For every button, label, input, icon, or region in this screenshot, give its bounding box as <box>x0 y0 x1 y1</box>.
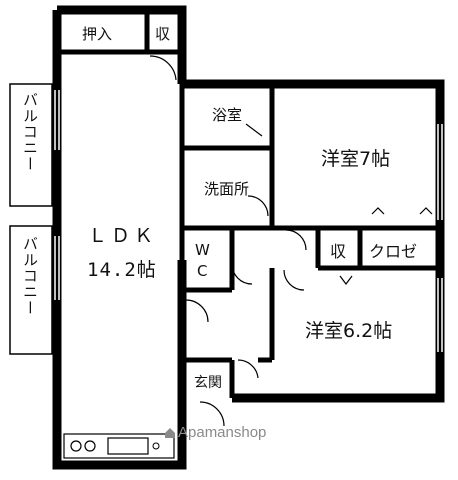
room-label-washroom: 洗面所 <box>204 180 250 198</box>
balcony-frame-lower <box>9 225 53 355</box>
window-marks <box>54 90 443 352</box>
house-logo-icon <box>165 428 175 438</box>
room-label-wc-c: C <box>197 262 208 280</box>
room-label-ldk: ＬＤＫ <box>88 225 158 247</box>
room-label-storage-1: 収 <box>155 25 171 43</box>
room-label-western-6-2: 洋室6.2帖 <box>305 320 393 342</box>
interior-walls <box>57 14 440 400</box>
balcony-label-upper: バルコニー <box>21 92 39 172</box>
room-label-wc-w: W <box>195 241 210 259</box>
balcony-label-lower: バルコニー <box>21 236 39 316</box>
room-label-western-7: 洋室7帖 <box>321 148 391 170</box>
stove-burner <box>70 440 82 452</box>
room-label-ldk-size: 14.2帖 <box>87 259 157 281</box>
faucet <box>152 442 160 450</box>
room-label-closet: クロゼ <box>369 242 418 261</box>
room-label-storage-2: 収 <box>330 242 347 261</box>
room-label-bath: 浴室 <box>212 106 243 124</box>
kitchen-counter <box>63 433 175 459</box>
room-label-entrance: 玄関 <box>194 375 222 391</box>
watermark-text: Apamanshop <box>178 424 267 441</box>
sink <box>107 437 149 455</box>
balcony-frame-upper <box>9 83 53 207</box>
outer-wall-right <box>182 79 445 403</box>
stove-burner <box>84 440 96 452</box>
room-label-oshiire: 押入 <box>82 25 113 43</box>
door-swings <box>149 55 433 427</box>
